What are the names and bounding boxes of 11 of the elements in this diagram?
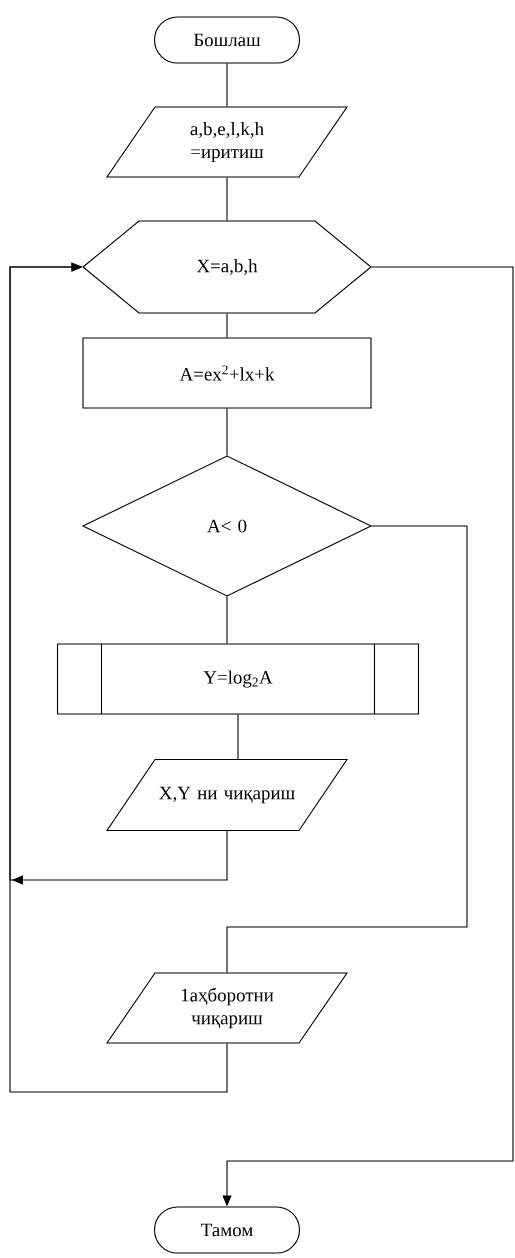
connector-line — [237, 714, 239, 760]
arrow — [9, 262, 228, 1093]
connector-line — [226, 596, 228, 644]
process-box: A=ex$^{2}$+lx+k — [82, 337, 372, 409]
connector-line — [226, 177, 228, 221]
connector-line — [226, 525, 468, 973]
connector-line — [226, 408, 228, 456]
connector-line — [226, 63, 228, 107]
subroutine-box: Y=log$_{2}$A — [56, 643, 420, 715]
loop-hexagon: X=a,b,h — [82, 220, 372, 314]
connector-line — [226, 313, 228, 339]
